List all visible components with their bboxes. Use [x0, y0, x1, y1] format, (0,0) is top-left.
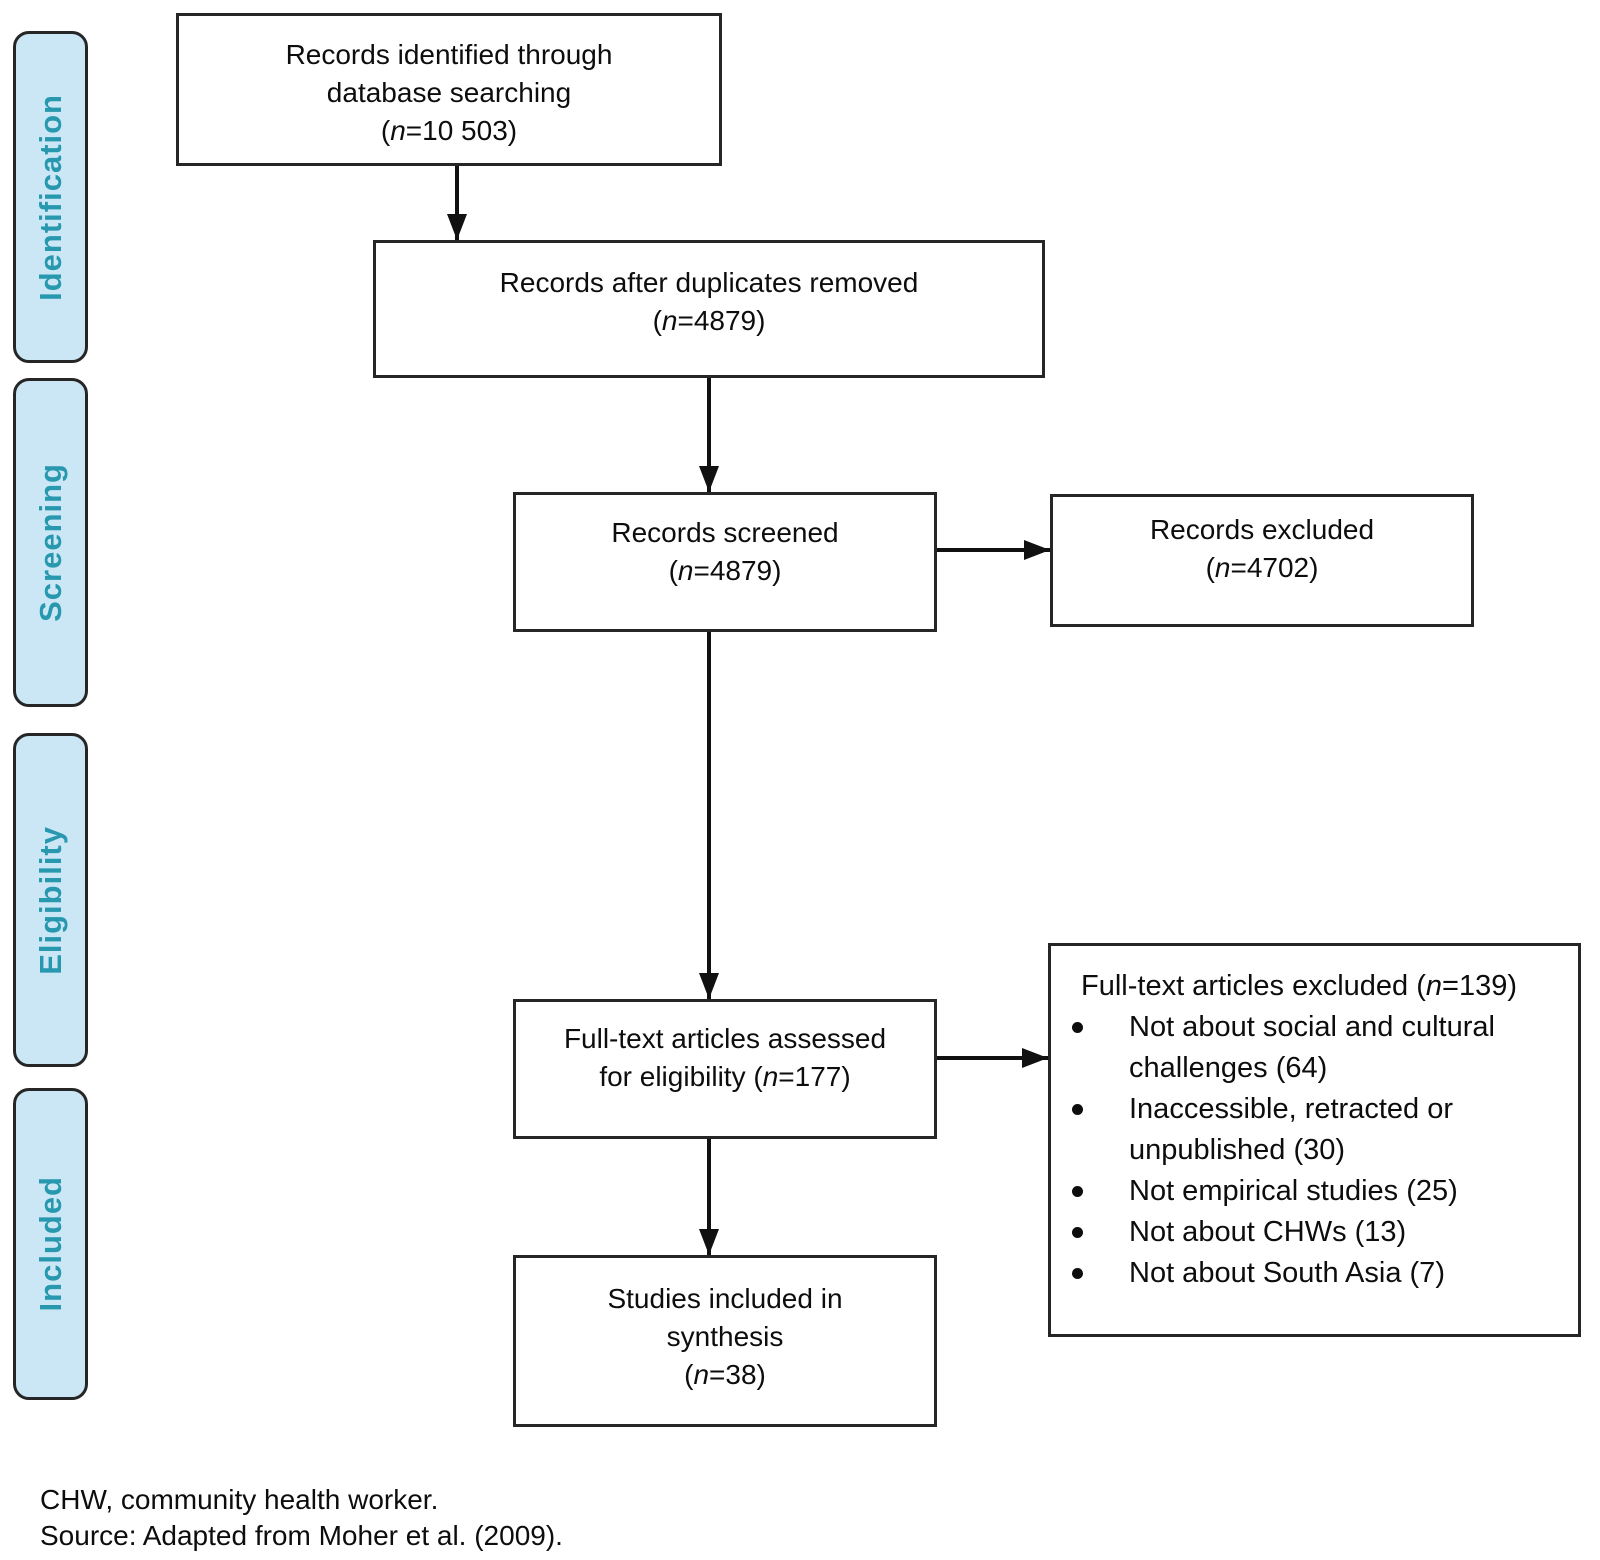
stage-label-screening: Screening	[32, 463, 68, 622]
box-line: synthesis	[666, 1321, 784, 1352]
exclusion-reason: Inaccessible, retracted or unpublished (…	[1072, 1089, 1554, 1171]
box-records-screened: Records screened (n=4879)	[513, 492, 937, 632]
footnote-source: Source: Adapted from Moher et al. (2009)…	[40, 1520, 563, 1551]
fulltext-excluded-reason-list: Not about social and cultural challenges…	[1072, 1007, 1554, 1294]
box-line: database searching	[326, 76, 572, 108]
box-records-excluded: Records excluded (n=4702)	[1050, 494, 1474, 627]
stage-label-identification: Identification	[32, 93, 68, 301]
stage-label-included: Included	[32, 1176, 68, 1312]
stage-pill-identification: Identification	[13, 31, 88, 363]
box-count: (n=4702)	[1205, 551, 1319, 583]
box-studies-included: Studies included in synthesis (n=38)	[513, 1255, 937, 1427]
box-count: (n=10 503)	[380, 114, 518, 146]
box-fulltext-excluded: Full-text articles excluded (n=139) Not …	[1048, 943, 1581, 1337]
box-line: Records identified through	[285, 38, 613, 70]
fulltext-excluded-title: Full-text articles excluded (n=139)	[1081, 970, 1518, 1002]
exclusion-reason: Not about South Asia (7)	[1072, 1253, 1554, 1294]
box-line: Records screened	[611, 517, 839, 548]
exclusion-reason: Not about CHWs (13)	[1072, 1212, 1554, 1253]
box-count: (n=38)	[684, 1359, 766, 1390]
stage-pill-screening: Screening	[13, 378, 88, 707]
stage-pill-eligibility: Eligibility	[13, 733, 88, 1067]
stage-pill-included: Included	[13, 1088, 88, 1400]
exclusion-reason: Not about social and cultural challenges…	[1072, 1007, 1554, 1089]
box-count: (n=4879)	[652, 305, 766, 336]
box-line: for eligibility (n=177)	[599, 1061, 851, 1092]
box-records-identified: Records identified through database sear…	[176, 13, 722, 166]
exclusion-reason: Not empirical studies (25)	[1072, 1171, 1554, 1212]
box-line: Studies included in	[607, 1283, 843, 1314]
box-records-after-duplicates: Records after duplicates removed (n=4879…	[373, 240, 1045, 378]
box-line: Full-text articles assessed	[563, 1023, 887, 1054]
footnote-abbreviation: CHW, community health worker.	[40, 1484, 439, 1515]
footnotes: CHW, community health worker. Source: Ad…	[40, 1482, 563, 1554]
box-count: (n=4879)	[668, 555, 782, 586]
box-line: Records after duplicates removed	[499, 267, 919, 298]
box-fulltext-assessed: Full-text articles assessed for eligibil…	[513, 999, 937, 1139]
box-line: Records excluded	[1149, 513, 1375, 545]
stage-label-eligibility: Eligibility	[32, 825, 68, 975]
